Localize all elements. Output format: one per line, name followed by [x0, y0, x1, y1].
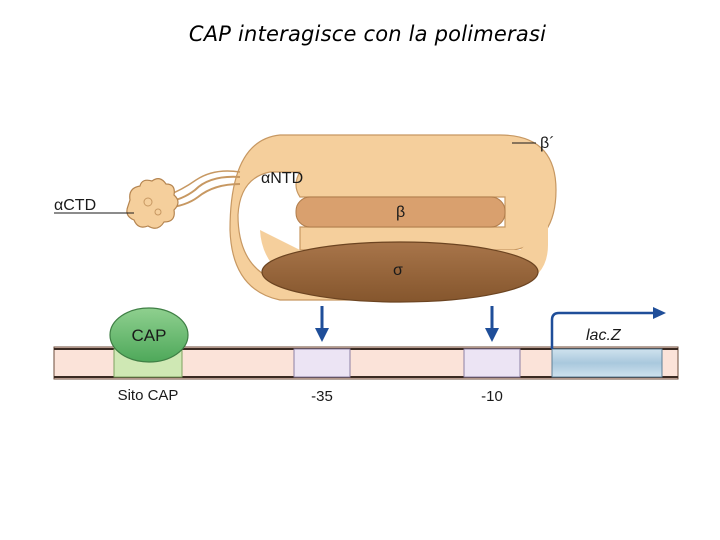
minus35-label: -35	[311, 388, 333, 405]
minus10-arrow	[485, 306, 499, 342]
cap-site-label: Sito CAP	[118, 387, 179, 404]
slide-title: CAP interagisce con la polimerasi	[188, 22, 547, 46]
alpha-ntd-label: αNTD	[261, 170, 303, 187]
minus35-box	[293, 348, 351, 378]
transcription-start-arrow	[550, 307, 666, 349]
minus10-label: -10	[481, 388, 503, 405]
alpha-ctd-label: αCTD	[54, 197, 96, 214]
sigma-label: σ	[393, 262, 403, 279]
cap-label: CAP	[132, 326, 167, 345]
minus10-box	[463, 348, 521, 378]
minus35-arrow	[315, 306, 329, 342]
cap-protein	[109, 307, 189, 363]
beta-prime-label: β´	[540, 135, 555, 152]
beta-subunit	[295, 196, 506, 228]
lacz-gene-box	[551, 348, 663, 378]
beta-prime-subunit	[229, 134, 557, 301]
beta-label: β	[396, 204, 405, 221]
alpha-ctd-domain	[126, 178, 179, 229]
lacz-label: lac.Z	[586, 327, 622, 344]
sigma-subunit	[261, 241, 539, 303]
